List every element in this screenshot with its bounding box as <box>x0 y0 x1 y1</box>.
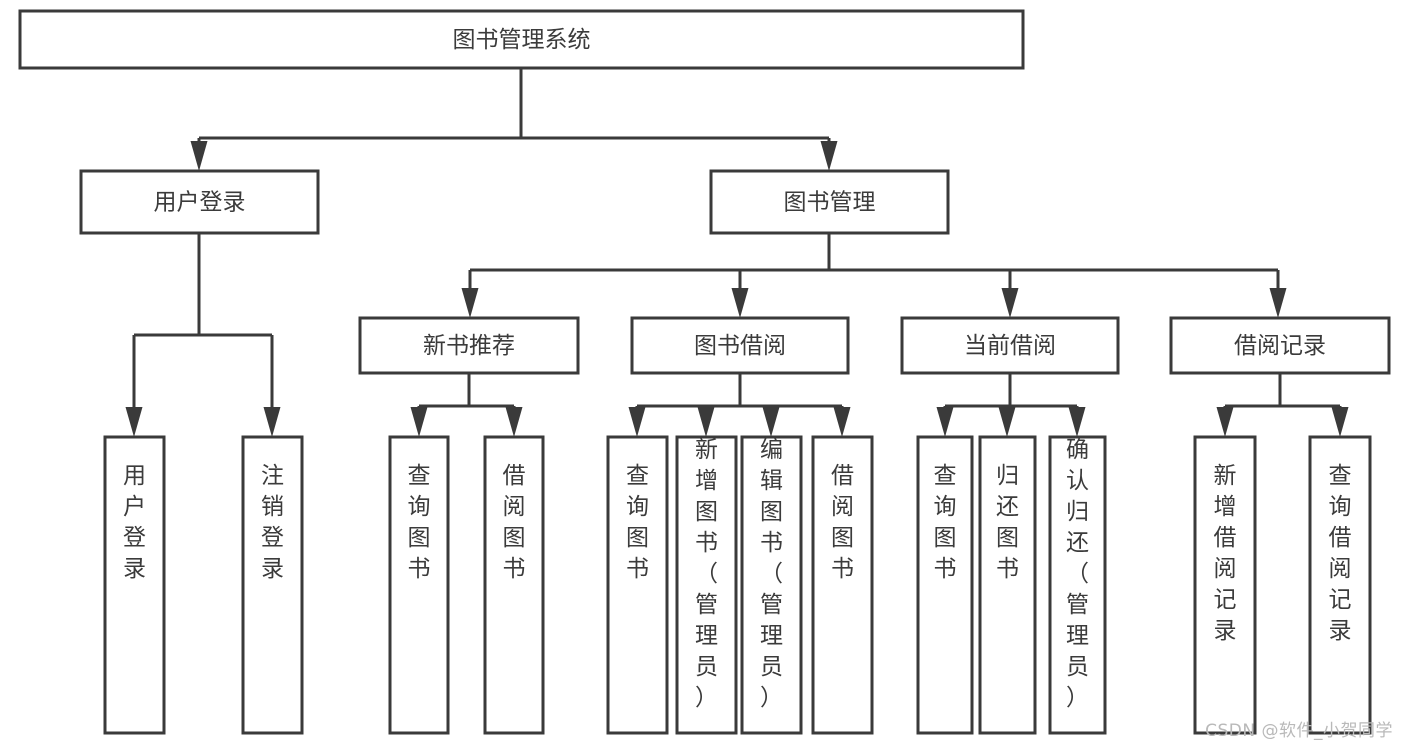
node-leaf-query-book-1[interactable]: 查询图书 <box>388 435 450 735</box>
branch-connector <box>637 373 842 408</box>
branch-connector <box>419 373 514 408</box>
arrow-to-leaf-return-book <box>998 406 1016 437</box>
arrow-to-leaf-edit-book <box>762 406 780 437</box>
node-leaf-confirm-return[interactable]: 确认归还（管理员） <box>1048 435 1107 735</box>
node-user-login[interactable]: 用户登录 <box>79 169 320 235</box>
node-borrow-record[interactable]: 借阅记录 <box>1169 316 1391 375</box>
arrow-to-current-borrow <box>1001 270 1019 318</box>
branch-connector <box>945 373 1077 408</box>
node-label: 查询图书 <box>408 463 431 582</box>
arrow-to-user-login <box>190 138 208 171</box>
node-label: 用户登录 <box>154 190 246 216</box>
node-root[interactable]: 图书管理系统 <box>18 9 1025 70</box>
arrow-to-leaf-user-login <box>125 335 143 437</box>
node-leaf-query-borrow-record[interactable]: 查询借阅记录 <box>1308 435 1372 735</box>
node-label: 查询借阅记录 <box>1329 463 1352 644</box>
arrow-to-leaf-borrow-book-1 <box>505 406 523 437</box>
arrow-to-new-book-recommend <box>461 270 479 318</box>
branch-connector <box>1225 373 1340 408</box>
node-new-book-recommend[interactable]: 新书推荐 <box>358 316 580 375</box>
node-label: 图书借阅 <box>694 333 786 359</box>
csdn-watermark: CSDN @软件_小贺同学 <box>1205 721 1393 741</box>
node-label: 图书管理系统 <box>453 27 591 53</box>
arrow-to-leaf-query-book-1 <box>410 406 428 437</box>
node-label: 借阅记录 <box>1234 333 1326 359</box>
node-book-borrow[interactable]: 图书借阅 <box>630 316 850 375</box>
arrow-to-book-manage <box>820 138 838 171</box>
arrow-to-leaf-logout <box>263 335 281 437</box>
node-leaf-query-book-3[interactable]: 查询图书 <box>916 435 974 735</box>
arrow-to-leaf-borrow-book-2 <box>833 406 851 437</box>
node-label: 新增借阅记录 <box>1214 463 1237 644</box>
node-label: 图书管理 <box>784 190 876 216</box>
arrow-to-leaf-confirm-return <box>1068 406 1086 437</box>
node-leaf-query-book-2[interactable]: 查询图书 <box>606 435 669 735</box>
node-leaf-user-login[interactable]: 用户登录 <box>103 435 166 735</box>
arrow-to-leaf-query-book-2 <box>628 406 646 437</box>
arrow-to-leaf-query-borrow-record <box>1331 406 1349 437</box>
branch-connector <box>199 68 829 140</box>
node-leaf-add-borrow-record[interactable]: 新增借阅记录 <box>1193 435 1257 735</box>
node-label: 查询图书 <box>626 463 649 582</box>
node-leaf-borrow-book-1[interactable]: 借阅图书 <box>483 435 545 735</box>
node-label: 新增图书（管理员） <box>695 437 718 711</box>
branch-connector <box>470 233 1278 272</box>
node-leaf-return-book[interactable]: 归还图书 <box>978 435 1037 735</box>
node-book-manage[interactable]: 图书管理 <box>709 169 950 235</box>
node-leaf-borrow-book-2[interactable]: 借阅图书 <box>811 435 874 735</box>
node-layer: 图书管理系统用户登录图书管理新书推荐图书借阅当前借阅借阅记录用户登录注销登录查询… <box>18 9 1391 735</box>
node-label: 当前借阅 <box>964 333 1056 359</box>
arrow-to-leaf-query-book-3 <box>936 406 954 437</box>
node-label: 借阅图书 <box>831 463 854 582</box>
node-label: 用户登录 <box>123 463 146 582</box>
node-label: 注销登录 <box>261 463 284 582</box>
arrow-to-book-borrow <box>731 270 749 318</box>
node-label: 编辑图书（管理员） <box>760 437 783 711</box>
connector-layer <box>125 68 1349 437</box>
arrow-to-borrow-record <box>1269 270 1287 318</box>
node-label: 确认归还（管理员） <box>1066 437 1089 711</box>
node-label: 归还图书 <box>996 463 1019 582</box>
node-leaf-edit-book[interactable]: 编辑图书（管理员） <box>740 435 803 735</box>
node-label: 查询图书 <box>934 463 957 582</box>
node-leaf-logout[interactable]: 注销登录 <box>241 435 304 735</box>
arrow-to-leaf-add-book <box>697 406 715 437</box>
node-current-borrow[interactable]: 当前借阅 <box>900 316 1120 375</box>
arrow-to-leaf-add-borrow-record <box>1216 406 1234 437</box>
node-leaf-add-book[interactable]: 新增图书（管理员） <box>675 435 738 735</box>
branch-connector <box>134 233 272 337</box>
node-label: 新书推荐 <box>423 333 515 359</box>
node-label: 借阅图书 <box>503 463 526 582</box>
